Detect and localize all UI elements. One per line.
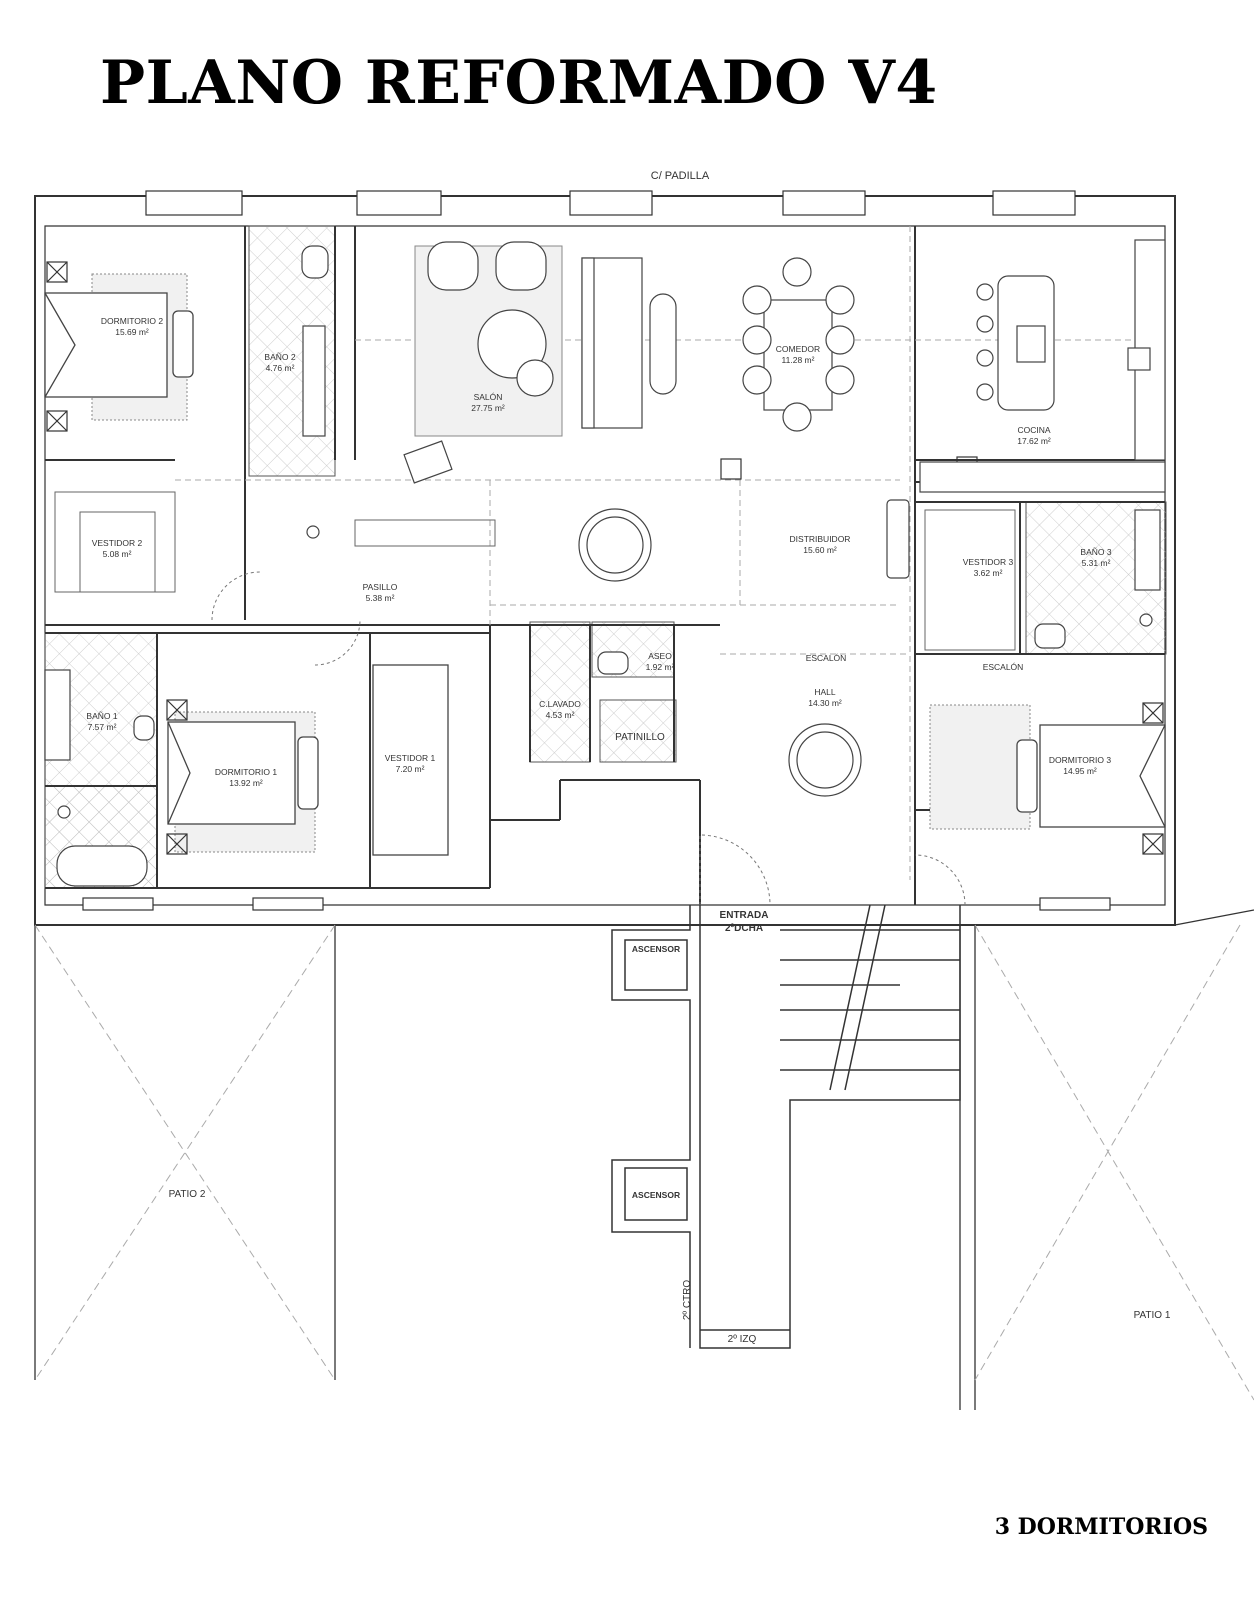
- room-name-patinillo: PATINILLO: [615, 732, 665, 743]
- room-area-pasillo: 5.38 m²: [366, 593, 395, 603]
- room-name-vestidor2: VESTIDOR 2: [92, 538, 143, 548]
- entrada-label-2: 2ºDCHA: [725, 923, 763, 934]
- room-area-clavado: 4.53 m²: [546, 710, 575, 720]
- room-name-clavado: C.LAVADO: [539, 699, 581, 709]
- street-label: C/ PADILLA: [651, 170, 710, 182]
- room-name-comedor: COMEDOR: [776, 344, 820, 354]
- room-area-dormitorio1: 13.92 m²: [229, 778, 263, 788]
- room-name-distribuidor: DISTRIBUIDOR: [790, 534, 851, 544]
- escalon-label-2: ESCALÓN: [983, 662, 1024, 672]
- round-tables: [578, 499, 910, 797]
- beds: [44, 292, 1166, 828]
- wardrobes: [54, 491, 1016, 856]
- entrada-label-1: ENTRADA: [720, 910, 769, 921]
- kitchen-furniture: [919, 239, 1166, 493]
- bedrooms-count: 3 DORMITORIOS: [994, 1514, 1208, 1540]
- patio2-label: PATIO 2: [169, 1189, 206, 1200]
- room-name-dormitorio2: DORMITORIO 2: [101, 316, 163, 326]
- room-name-bano2: BAÑO 2: [264, 352, 295, 362]
- room-area-vestidor3: 3.62 m²: [974, 568, 1003, 578]
- interior-walls: [45, 226, 1165, 905]
- room-name-vestidor1: VESTIDOR 1: [385, 753, 436, 763]
- patio1-label: PATIO 1: [1134, 1310, 1171, 1321]
- patios: [34, 909, 1254, 1410]
- room-area-dormitorio3: 14.95 m²: [1063, 766, 1097, 776]
- stair-core: [611, 904, 961, 1349]
- escalon-label-1: ESCALÓN: [806, 653, 847, 663]
- room-area-bano3: 5.31 m²: [1082, 558, 1111, 568]
- room-area-bano2: 4.76 m²: [266, 363, 295, 373]
- room-name-dormitorio3: DORMITORIO 3: [1049, 755, 1111, 765]
- room-area-dormitorio2: 15.69 m²: [115, 327, 149, 337]
- room-area-bano1: 7.57 m²: [88, 722, 117, 732]
- bath-fixtures: [44, 245, 1161, 887]
- dining-furniture: [742, 257, 855, 432]
- room-name-bano1: BAÑO 1: [86, 711, 117, 721]
- room-area-vestidor1: 7.20 m²: [396, 764, 425, 774]
- room-name-cocina: COCINA: [1017, 425, 1050, 435]
- other-labels: ESCALÓN ESCALÓN ENTRADA 2ºDCHA ASCENSOR …: [169, 653, 1171, 1345]
- room-name-salon: SALÓN: [474, 392, 503, 402]
- patio-diagonals: [34, 924, 1254, 1401]
- room-area-cocina: 17.62 m²: [1017, 436, 1051, 446]
- izq-label: 2º IZQ: [728, 1334, 757, 1345]
- ascensor-label-1: ASCENSOR: [632, 944, 680, 954]
- room-area-hall: 14.30 m²: [808, 698, 842, 708]
- ctro-label: 2º CTRO: [682, 1280, 693, 1321]
- room-area-salon: 27.75 m²: [471, 403, 505, 413]
- room-name-aseo: ASEO: [648, 651, 672, 661]
- room-name-bano3: BAÑO 3: [1080, 547, 1111, 557]
- room-area-comedor: 11.28 m²: [782, 355, 815, 365]
- room-name-pasillo: PASILLO: [363, 582, 398, 592]
- ascensor-label-2: ASCENSOR: [632, 1190, 680, 1200]
- door-arcs: [211, 571, 966, 906]
- room-area-aseo: 1.92 m²: [646, 662, 675, 672]
- room-name-hall: HALL: [814, 687, 836, 697]
- room-labels: DORMITORIO 2 15.69 m² BAÑO 2 4.76 m² SAL…: [86, 316, 1111, 788]
- windows: [82, 190, 1111, 911]
- plan-title: PLANO REFORMADO V4: [100, 48, 938, 118]
- room-area-vestidor2: 5.08 m²: [103, 549, 132, 559]
- living-furniture: [403, 241, 677, 484]
- room-name-dormitorio1: DORMITORIO 1: [215, 767, 277, 777]
- room-area-distribuidor: 15.60 m²: [803, 545, 837, 555]
- room-name-vestidor3: VESTIDOR 3: [963, 557, 1014, 567]
